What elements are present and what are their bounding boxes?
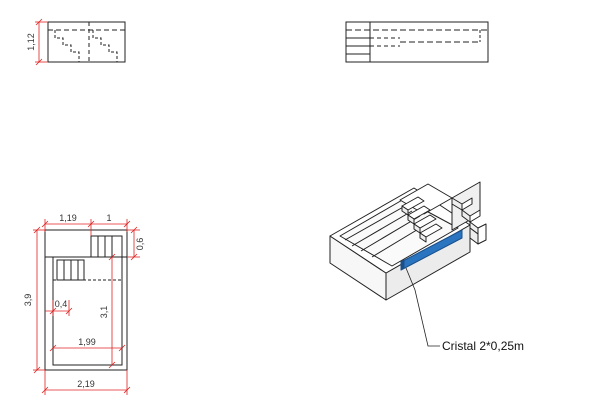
isometric-view bbox=[329, 181, 487, 301]
elevation-left-steps-b bbox=[92, 30, 118, 62]
plan-stairs-inner bbox=[56, 259, 85, 281]
callout-leader bbox=[405, 267, 440, 347]
iso-outer-steps bbox=[451, 197, 487, 245]
iso-inner-steps bbox=[401, 196, 443, 243]
plan-inner-width-label: 1,99 bbox=[78, 337, 96, 347]
plan-stairs-top bbox=[90, 235, 123, 258]
iso-pool-floor-lines bbox=[344, 205, 406, 241]
plan-top-left-label: 1,19 bbox=[59, 213, 77, 223]
plan-total-height-label: 3,9 bbox=[23, 294, 33, 307]
elevation-left-steps-a bbox=[54, 30, 80, 62]
elevation-height-dimension bbox=[35, 18, 48, 66]
elevation-height-label: 1,12 bbox=[26, 33, 36, 51]
plan-outer-outline bbox=[44, 229, 128, 371]
plan-right-small-label: 0,6 bbox=[135, 238, 145, 251]
elevation-right-outline bbox=[345, 21, 489, 63]
plan-top-right-label: 1 bbox=[106, 213, 111, 223]
plan-dimensions bbox=[33, 219, 140, 395]
callout-label: Cristal 2*0,25m bbox=[442, 339, 524, 353]
plan-total-width-label: 2,19 bbox=[77, 379, 95, 389]
plan-inner-height-label: 3,1 bbox=[99, 306, 109, 319]
elevation-left-outline bbox=[47, 21, 126, 63]
plan-small-offset-label: 0,4 bbox=[55, 299, 68, 309]
elevation-right-view bbox=[345, 21, 489, 63]
elevation-left-view bbox=[47, 21, 126, 63]
